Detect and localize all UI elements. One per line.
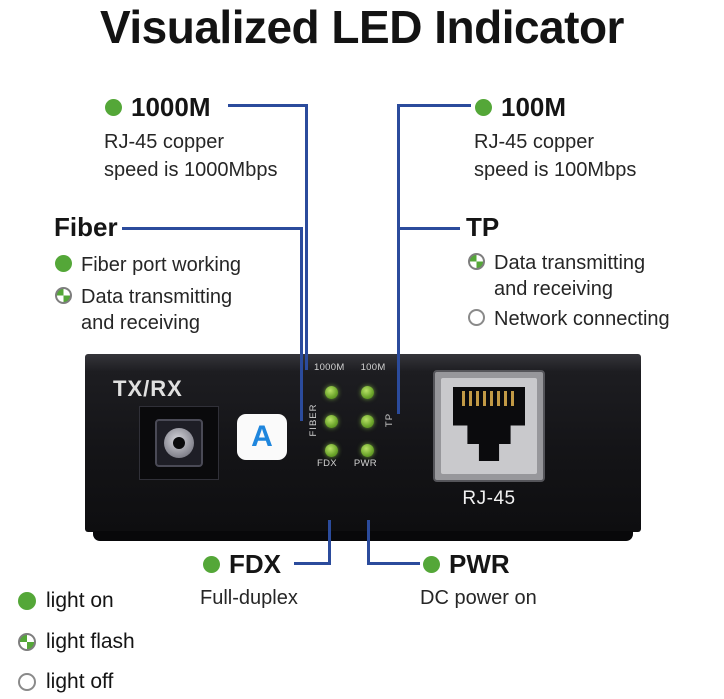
rj45-pins-icon — [462, 391, 516, 406]
callout-fdx: FDX — [203, 549, 281, 580]
desc-line: speed is 100Mbps — [474, 159, 637, 181]
connector-100m-tp-vertical — [397, 104, 400, 414]
device-led-100m — [361, 386, 374, 399]
led-on-icon — [203, 556, 220, 573]
callout-100m: 100M — [475, 92, 566, 123]
rj45-label: RJ-45 — [462, 488, 516, 509]
desc-line: Full-duplex — [200, 587, 298, 609]
tp-item-data: Data transmitting and receiving — [468, 250, 672, 302]
connector-fiber-horizontal — [122, 227, 303, 230]
led-flash-icon — [18, 633, 36, 651]
led-label-pwr: PWR — [353, 458, 377, 469]
tp-item-text: Data transmitting and receiving — [494, 252, 646, 300]
media-converter-device: TX/RX A 1000M 100M FIBER TP FDX PWR — [85, 354, 641, 532]
legend-item-on: light on — [18, 589, 114, 613]
led-label-100m: 100M — [360, 362, 386, 373]
led-off-icon — [468, 309, 485, 326]
callout-1000m-label: 1000M — [131, 92, 211, 122]
callout-fiber-label: Fiber — [54, 212, 118, 242]
device-led-1000m — [325, 386, 338, 399]
legend-label: light on — [46, 589, 114, 612]
fiber-item-text: Data transmitting and receiving — [81, 286, 233, 334]
rj45-port — [433, 370, 545, 482]
led-label-fdx: FDX — [317, 458, 337, 469]
connector-1000m-horizontal — [228, 104, 308, 107]
connector-fdx-horizontal — [294, 562, 331, 565]
sc-ferrule-icon — [164, 428, 194, 458]
fiber-item-data: Data transmitting and receiving — [55, 284, 259, 336]
desc-line: DC power on — [420, 587, 537, 609]
led-on-icon — [55, 255, 72, 272]
device-led-fdx — [325, 444, 338, 457]
brand-logo-letter: A — [251, 420, 273, 453]
callout-fdx-label: FDX — [229, 549, 281, 579]
led-bottom-labels: FDX PWR — [317, 458, 377, 469]
led-off-icon — [18, 673, 36, 691]
tp-item-network: Network connecting — [468, 306, 670, 332]
callout-tp-label: TP — [466, 212, 500, 242]
fiber-item-text: Fiber port working — [81, 254, 242, 276]
connector-pwr-horizontal — [370, 562, 420, 565]
connector-1000m-vertical — [305, 104, 308, 370]
device-bottom-edge — [93, 531, 633, 541]
led-on-icon — [423, 556, 440, 573]
legend-label: light off — [46, 670, 114, 693]
rj45-jack-icon — [453, 387, 525, 461]
desc-line: RJ-45 copper — [104, 131, 225, 153]
led-label-1000m: 1000M — [314, 362, 345, 373]
led-label-fiber: FIBER — [307, 403, 319, 437]
tp-item-text: Network connecting — [494, 308, 670, 330]
fiber-sc-port — [139, 406, 219, 480]
sc-connector — [155, 419, 203, 467]
led-label-tp: TP — [383, 412, 395, 428]
legend-label: light flash — [46, 630, 135, 653]
callout-100m-desc: RJ-45 copper speed is 100Mbps — [474, 128, 636, 184]
desc-line: RJ-45 copper — [474, 131, 595, 153]
callout-pwr-label: PWR — [449, 549, 510, 579]
led-flash-icon — [468, 253, 485, 270]
connector-pwr-vertical — [367, 520, 370, 565]
connector-fiber-vertical — [300, 227, 303, 421]
led-top-labels: 1000M 100M — [314, 362, 386, 373]
led-on-icon — [105, 99, 122, 116]
legend-item-off: light off — [18, 670, 113, 694]
led-on-icon — [475, 99, 492, 116]
txrx-label: TX/RX — [113, 376, 183, 401]
led-flash-icon — [55, 287, 72, 304]
rj45-face — [441, 378, 537, 474]
device-led-tp — [361, 415, 374, 428]
callout-pwr: PWR — [423, 549, 510, 580]
fiber-item-working: Fiber port working — [55, 252, 241, 278]
callout-fdx-desc: Full-duplex — [200, 584, 298, 612]
callout-1000m-desc: RJ-45 copper speed is 1000Mbps — [104, 128, 277, 184]
callout-tp: TP — [466, 212, 499, 243]
led-on-icon — [18, 592, 36, 610]
device-led-pwr — [361, 444, 374, 457]
sc-core-icon — [173, 437, 185, 449]
callout-1000m: 1000M — [105, 92, 211, 123]
callout-pwr-desc: DC power on — [420, 584, 537, 612]
page-title: Visualized LED Indicator — [100, 1, 624, 53]
brand-logo: A — [237, 414, 287, 460]
callout-fiber: Fiber — [54, 212, 118, 243]
connector-tp-horizontal — [400, 227, 460, 230]
connector-fdx-vertical — [328, 520, 331, 565]
connector-100m-horizontal — [397, 104, 471, 107]
legend-item-flash: light flash — [18, 630, 135, 654]
callout-100m-label: 100M — [501, 92, 567, 122]
desc-line: speed is 1000Mbps — [104, 159, 278, 181]
device-led-fiber — [325, 415, 338, 428]
